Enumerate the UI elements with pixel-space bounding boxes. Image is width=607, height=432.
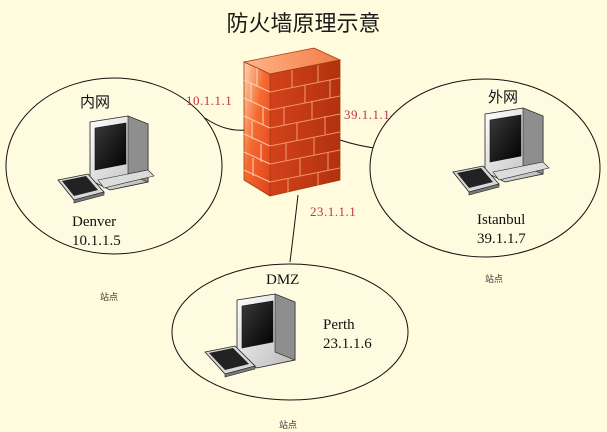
site-label-outer: 站点 (485, 274, 504, 284)
firewall-left-ip: 10.1.1.1 (186, 93, 233, 108)
zone-dmz-label: DMZ (266, 272, 300, 288)
computer-icon-dmz (204, 293, 296, 378)
site-label-inner: 站点 (100, 292, 119, 302)
firewall-right-ip: 39.1.1.1 (344, 107, 391, 122)
link-inner (204, 117, 247, 131)
keyboard-icon (452, 165, 500, 196)
zone-inner-label: 内网 (80, 95, 111, 111)
keyboard-icon (57, 173, 105, 204)
firewall-bottom-ip: 23.1.1.1 (310, 204, 357, 219)
host-outer: Istanbul 39.1.1.7 (477, 211, 526, 249)
keyboard-icon (204, 345, 256, 378)
host-outer-name: Istanbul (477, 212, 526, 228)
host-inner-name: Denver (72, 214, 117, 230)
host-inner: Denver 10.1.1.5 (72, 213, 121, 251)
host-inner-ip: 10.1.1.5 (72, 233, 121, 249)
host-dmz-name: Perth (323, 317, 355, 333)
zone-outer-label: 外网 (488, 90, 519, 106)
site-label-dmz: 站点 (279, 420, 298, 430)
computer-icon-outer (452, 107, 550, 196)
firewall-icon (242, 47, 342, 197)
host-dmz-ip: 23.1.1.6 (323, 336, 372, 352)
diagram-title: 防火墙原理示意 (226, 11, 381, 36)
link-dmz (289, 194, 299, 263)
host-dmz: Perth 23.1.1.6 (323, 316, 372, 354)
host-outer-ip: 39.1.1.7 (477, 231, 526, 247)
computer-icon-inner (57, 115, 155, 204)
